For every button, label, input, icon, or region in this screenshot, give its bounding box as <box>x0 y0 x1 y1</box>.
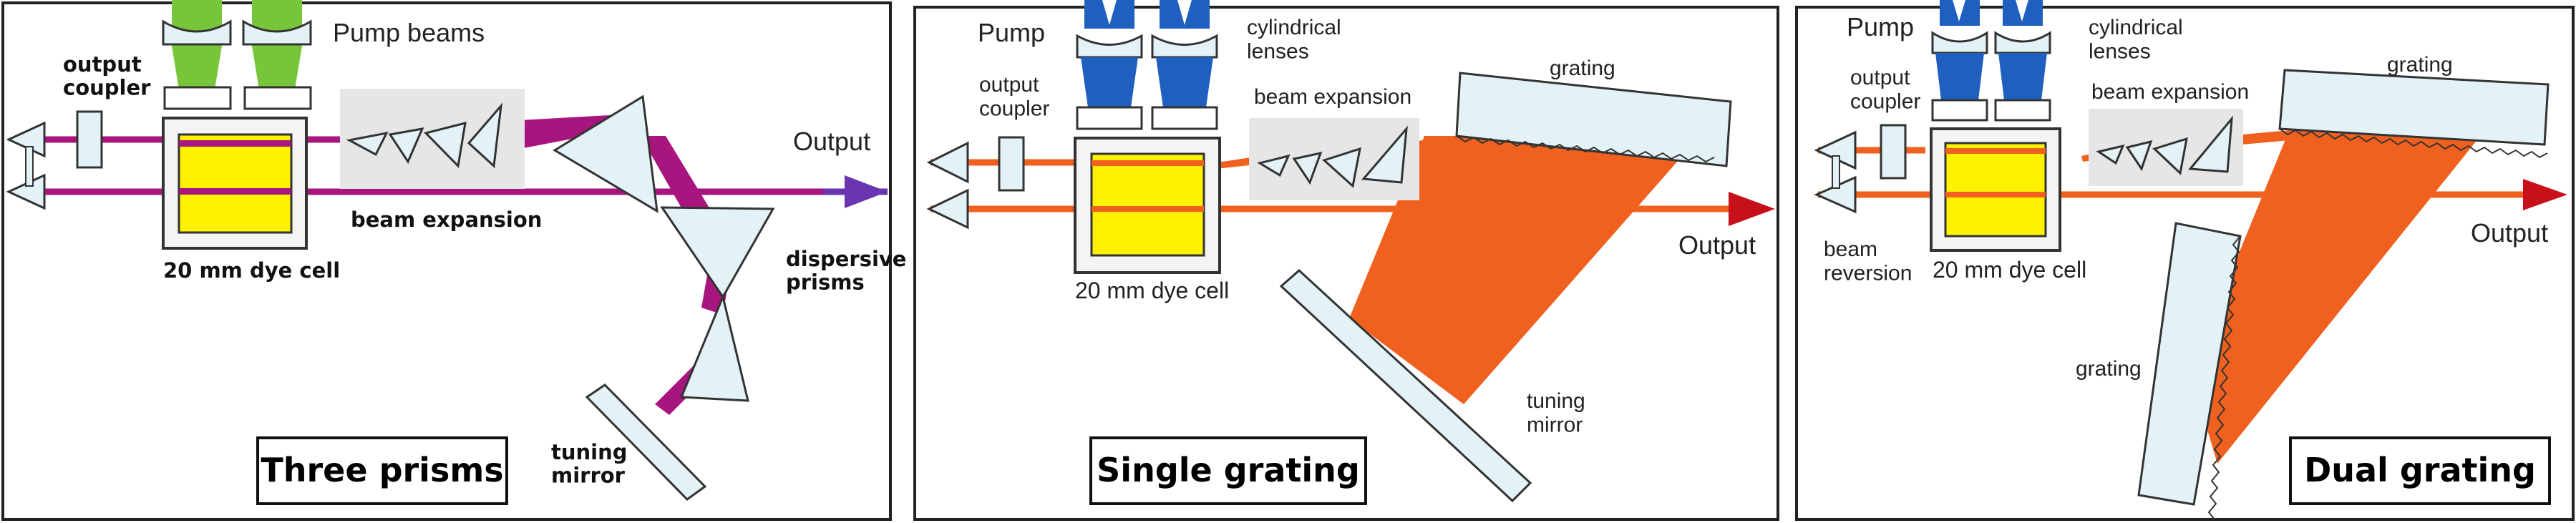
dispersed-beam <box>1349 136 1700 404</box>
pump-beams <box>1931 0 2051 122</box>
cylindrical-lens-icon <box>1931 31 1988 54</box>
label-pump: Pump <box>978 18 1045 47</box>
dispersive-prisms <box>553 94 775 402</box>
prism-3 <box>679 293 749 402</box>
cylindrical-lens-icon <box>1076 34 1143 59</box>
prism-1 <box>553 94 658 213</box>
panel-title-box <box>2289 436 2551 505</box>
cylindrical-lens-icon <box>242 19 312 46</box>
output-coupler <box>76 110 103 169</box>
grating-side <box>2137 222 2242 520</box>
panel-title: Dual grating <box>2304 451 2536 489</box>
focusing-lens-icon <box>243 86 312 110</box>
pump-beams <box>1076 0 1218 130</box>
output-arrow <box>1729 192 1775 226</box>
tuning-mirror <box>1279 268 1532 503</box>
beam-reversion-prism <box>6 121 46 210</box>
label-output: Output <box>793 127 870 156</box>
beam-reversion-prism <box>1814 130 1857 214</box>
label-dye-cell: 20 mm dye cell <box>163 258 340 283</box>
dispersed-beam <box>2190 127 2487 464</box>
dye-cell <box>162 117 308 250</box>
label-grating-top: grating <box>2387 53 2453 77</box>
focusing-lens-icon <box>163 86 232 110</box>
label-grating-side: grating <box>2076 357 2142 381</box>
panel-title-box <box>1089 436 1367 505</box>
label-beam-expansion: beam expansion <box>2091 80 2249 104</box>
beam-expansion <box>2089 109 2243 186</box>
label-output: Output <box>1678 230 1756 260</box>
panel-title-box <box>256 436 508 505</box>
label-dye-cell: 20 mm dye cell <box>1075 278 1229 303</box>
focusing-lens-icon <box>1151 106 1218 130</box>
cylindrical-lens-icon <box>1994 31 2051 54</box>
prism-2 <box>660 206 775 299</box>
label-dye-cell: 20 mm dye cell <box>1933 257 2086 283</box>
output-arrow <box>2523 179 2567 210</box>
label-beam-expansion: beam expansion <box>1254 85 1411 109</box>
output-arrow <box>845 175 888 208</box>
grating-top <box>2278 69 2550 159</box>
panel-title: Three prisms <box>261 451 503 489</box>
panel-title: Single grating <box>1097 451 1360 489</box>
focusing-lens-icon <box>1076 106 1143 130</box>
grating <box>1455 72 1732 167</box>
cylindrical-lens-icon <box>162 19 232 46</box>
output-coupler <box>998 136 1025 192</box>
focusing-lens-icon <box>1931 99 1988 122</box>
dye-cell <box>1930 127 2061 252</box>
beam-expansion <box>340 89 525 189</box>
label-pump: Pump beams <box>333 18 485 47</box>
cylindrical-lens-icon <box>1151 34 1218 59</box>
label-pump: Pump <box>1847 12 1914 41</box>
label-beam-expansion: beam expansion <box>351 207 542 232</box>
beam-reversion-prism <box>926 141 969 230</box>
output-coupler <box>1880 124 1907 180</box>
beam-expansion <box>1249 118 1419 200</box>
pump-beams <box>162 0 312 110</box>
label-grating: grating <box>1550 57 1615 80</box>
dye-cell <box>1074 137 1221 274</box>
tuning-mirror <box>585 383 707 501</box>
focusing-lens-icon <box>1994 99 2051 122</box>
label-output: Output <box>2471 218 2548 248</box>
